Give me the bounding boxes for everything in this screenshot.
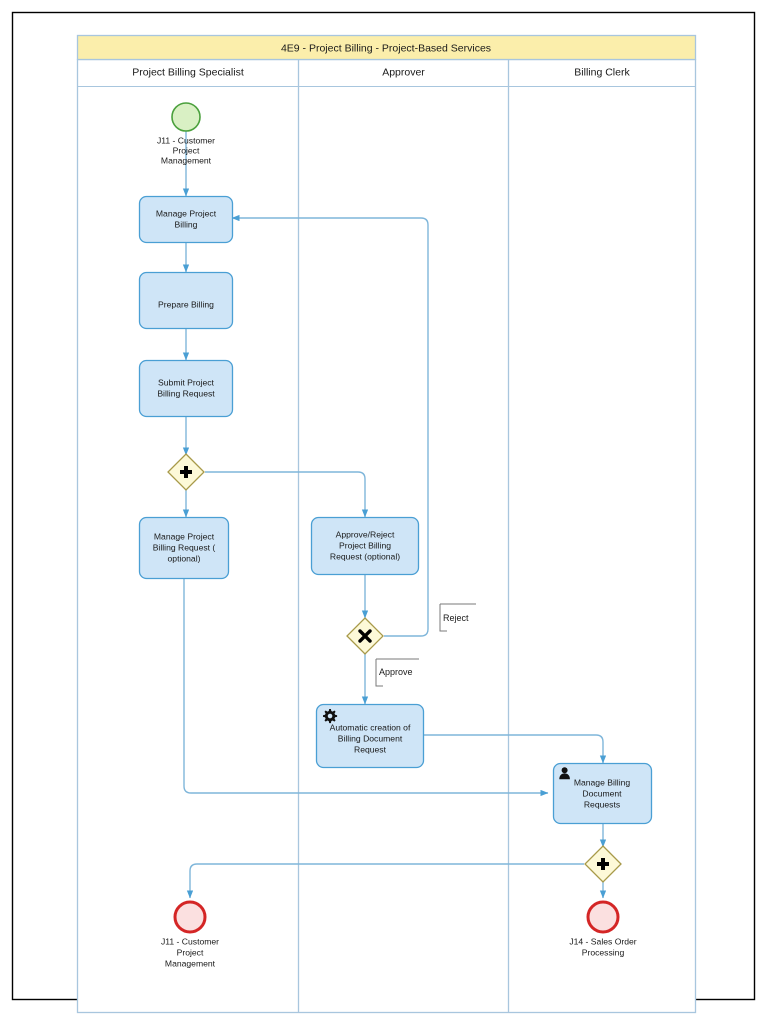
lane-label-billing-clerk: Billing Clerk	[574, 66, 630, 78]
end-event-j11[interactable]	[173, 900, 207, 934]
task-manage-billing-document-requests-label-line-1: Manage Billing	[574, 777, 631, 787]
task-submit-project-billing-request-label-line-2: Billing Request	[157, 388, 215, 398]
task-manage-project-billing-request[interactable]	[138, 516, 230, 580]
svg-text:J11 - Customer: J11 - Customer	[161, 936, 219, 946]
svg-text:Reject: Reject	[443, 613, 469, 623]
svg-text:J11 - Customer: J11 - Customer	[157, 135, 215, 145]
start-event[interactable]	[171, 102, 201, 132]
task-manage-billing-document-requests-label-line-2: Document	[582, 788, 622, 798]
person-icon	[559, 767, 570, 780]
svg-text:Approve: Approve	[379, 667, 413, 677]
svg-text:Management: Management	[161, 155, 212, 165]
task-approve-reject-project-billing-request[interactable]	[310, 516, 420, 576]
edge-manage-request-to-manage-billing-doc	[183, 578, 549, 797]
task-automatic-creation-label-line-1: Automatic creation of	[330, 722, 411, 732]
svg-text:J14 - Sales Order: J14 - Sales Order	[569, 936, 636, 946]
task-manage-billing-document-requests[interactable]	[552, 762, 653, 825]
edge-parallel-join-to-end-j11	[186, 863, 584, 899]
svg-text:Project: Project	[173, 145, 200, 155]
edge-parallel-split-to-approve-reject	[205, 471, 369, 518]
plus-icon	[180, 466, 192, 478]
gateway-parallel-join[interactable]	[584, 845, 622, 883]
gear-icon	[323, 709, 338, 724]
x-icon	[358, 629, 372, 643]
task-manage-project-billing-request-label-line-1: Manage Project	[154, 531, 215, 541]
edge-automatic-creation-to-manage-billing-doc	[423, 734, 607, 764]
task-manage-billing-document-requests-label-line-3: Requests	[584, 799, 620, 809]
edge-label-reject: Reject	[439, 603, 476, 632]
end-event-j11-label: J11 - Customer Project Management	[161, 936, 219, 968]
task-manage-project-billing-request-label-line-3: optional)	[168, 553, 201, 563]
lane-label-approver: Approver	[382, 66, 425, 78]
pool-title: 4E9 - Project Billing - Project-Based Se…	[281, 42, 491, 54]
svg-text:Project: Project	[177, 947, 204, 957]
task-automatic-creation-billing-document-request[interactable]	[315, 703, 425, 769]
task-submit-project-billing-request[interactable]	[138, 359, 234, 418]
plus-icon	[597, 858, 609, 870]
task-manage-project-billing[interactable]	[138, 195, 234, 244]
edge-label-approve: Approve	[375, 658, 419, 687]
task-automatic-creation-label-line-2: Billing Document	[338, 733, 403, 743]
task-approve-reject-label-line-1: Approve/Reject	[336, 529, 395, 539]
task-prepare-billing[interactable]	[138, 271, 234, 330]
gateway-exclusive[interactable]	[346, 617, 384, 655]
edge-reject-loopback	[231, 214, 429, 637]
task-approve-reject-label-line-2: Project Billing	[339, 540, 391, 550]
task-prepare-billing-label: Prepare Billing	[158, 299, 214, 309]
task-automatic-creation-label-line-3: Request	[354, 744, 387, 754]
task-manage-project-billing-label-line-1: Manage Project	[156, 208, 217, 218]
task-manage-project-billing-request-label-line-2: Billing Request (	[153, 542, 216, 552]
task-manage-project-billing-label-line-2: Billing	[175, 219, 198, 229]
svg-text:Processing: Processing	[582, 947, 625, 957]
end-event-j14-label: J14 - Sales Order Processing	[569, 936, 636, 957]
gateway-parallel-split[interactable]	[167, 453, 205, 491]
end-event-j14[interactable]	[586, 900, 620, 934]
task-submit-project-billing-request-label-line-1: Submit Project	[158, 377, 214, 387]
svg-text:Management: Management	[165, 958, 216, 968]
start-event-label: J11 - Customer Project Management	[157, 135, 215, 165]
pool-header	[76, 34, 697, 61]
task-approve-reject-label-line-3: Request (optional)	[330, 551, 400, 561]
lane-label-project-billing-specialist: Project Billing Specialist	[132, 66, 244, 78]
